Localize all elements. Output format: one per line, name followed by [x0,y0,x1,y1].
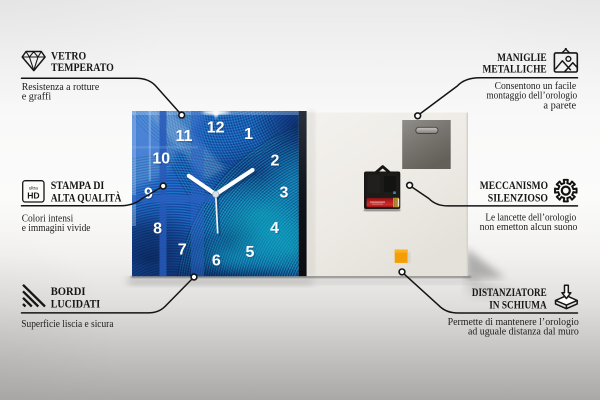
svg-text:TEMPERATO: TEMPERATO [51,60,114,74]
svg-text:5: 5 [246,244,255,261]
svg-text:e immagini vivide: e immagini vivide [22,222,91,234]
svg-text:4: 4 [270,220,279,237]
svg-text:11: 11 [177,129,194,146]
svg-text:BORDI: BORDI [51,284,86,298]
svg-text:VETRO: VETRO [51,48,86,62]
svg-text:3: 3 [281,186,290,203]
svg-text:e graffi: e graffi [22,90,52,102]
svg-text:Le lancette dell’orologio: Le lancette dell’orologio [485,211,576,223]
svg-text:5: 5 [247,245,256,262]
svg-text:DISTANZIATORE: DISTANZIATORE [472,285,547,299]
svg-text:4: 4 [271,221,280,238]
svg-text:a parete: a parete [543,99,576,111]
svg-text:ultra: ultra [29,185,38,190]
svg-text:10: 10 [152,151,170,168]
svg-text:LUCIDATI: LUCIDATI [51,297,101,311]
svg-text:SILENZIOSO: SILENZIOSO [488,191,548,205]
svg-text:MECCANISMO: MECCANISMO [480,178,548,192]
svg-text:ad uguale distanza dal muro: ad uguale distanza dal muro [468,326,579,338]
svg-text:METALLICHE: METALLICHE [483,62,547,76]
svg-text:2: 2 [271,153,280,170]
svg-text:11: 11 [175,128,192,145]
svg-text:Colori intensi: Colori intensi [22,213,73,225]
svg-text:2: 2 [272,154,281,171]
svg-text:3: 3 [279,185,288,202]
svg-text:Permette di mantenere l’orolog: Permette di mantenere l’orologio [448,316,579,328]
svg-text:IN SCHIUMA: IN SCHIUMA [489,298,547,312]
svg-text:7: 7 [178,241,187,258]
svg-text:MANIGLIE: MANIGLIE [497,50,547,64]
svg-text:Resistenza a rotture: Resistenza a rotture [22,81,100,93]
svg-text:8: 8 [153,220,162,237]
svg-text:ALTA QUALITÀ: ALTA QUALITÀ [51,191,122,205]
svg-text:12: 12 [208,121,226,138]
svg-text:8: 8 [154,222,163,239]
svg-text:Superficie liscia e sicura: Superficie liscia e sicura [21,318,113,330]
svg-text:6: 6 [213,254,222,271]
svg-text:Consentono un facile: Consentono un facile [495,80,577,92]
svg-text:7: 7 [179,243,188,260]
svg-text:10: 10 [154,152,172,169]
svg-text:non emetton alcun suono: non emetton alcun suono [480,221,578,233]
svg-text:12: 12 [207,119,225,136]
svg-text:1: 1 [244,126,253,143]
svg-text:1: 1 [245,127,254,144]
svg-text:montaggio dell’orologio: montaggio dell’orologio [486,90,577,102]
svg-text:STAMPA DI: STAMPA DI [51,178,105,192]
svg-text:6: 6 [212,253,221,270]
svg-text:9: 9 [145,187,154,204]
svg-text:HD: HD [27,191,39,201]
